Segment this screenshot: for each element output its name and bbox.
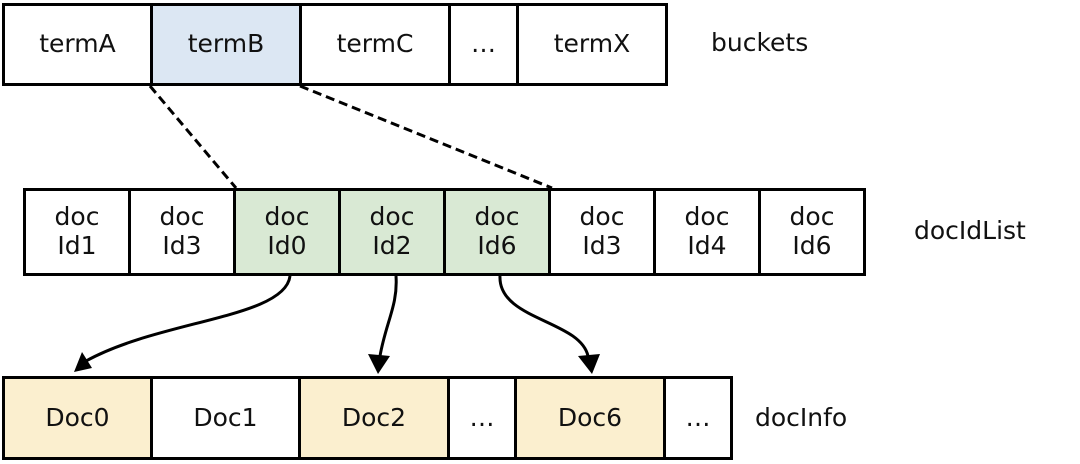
docinfo-row: Doc0 Doc1 Doc2 … Doc6 … bbox=[2, 376, 733, 460]
bucket-termA: termA bbox=[2, 3, 153, 86]
docinfo-ellipsis-1: … bbox=[447, 376, 517, 460]
arrowhead-doc6 bbox=[578, 354, 600, 374]
arrow-docid6-to-doc6 bbox=[498, 275, 590, 357]
docidlist-label: docIdList bbox=[914, 216, 1026, 245]
docinfo-doc0: Doc0 bbox=[2, 376, 153, 460]
arrowhead-doc0 bbox=[74, 352, 92, 372]
arrow-docid2-to-doc2 bbox=[378, 275, 398, 357]
buckets-label: buckets bbox=[711, 28, 809, 57]
bucket-termX: termX bbox=[516, 3, 668, 86]
buckets-row: termA termB termC … termX bbox=[2, 3, 668, 86]
docinfo-label: docInfo bbox=[755, 403, 848, 432]
bucket-termB: termB bbox=[150, 3, 302, 86]
dashed-link-left bbox=[148, 85, 238, 189]
docinfo-ellipsis-2: … bbox=[663, 376, 733, 460]
bucket-ellipsis: … bbox=[448, 3, 519, 86]
arrowhead-doc2 bbox=[368, 354, 390, 374]
docinfo-doc6: Doc6 bbox=[514, 376, 666, 460]
dashed-link-right bbox=[299, 84, 553, 190]
arrow-docid0-to-doc0 bbox=[85, 275, 292, 363]
docinfo-doc1: Doc1 bbox=[150, 376, 301, 460]
